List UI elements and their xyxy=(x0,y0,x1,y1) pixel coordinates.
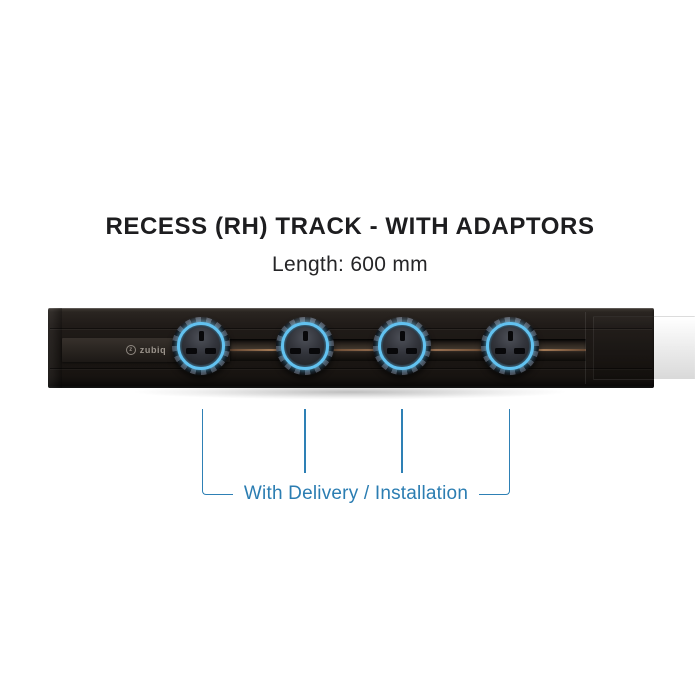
power-adaptor-4 xyxy=(481,317,539,375)
earth-pin-slot xyxy=(507,331,513,341)
live-pin-slot xyxy=(309,348,320,354)
earth-pin-slot xyxy=(302,331,308,341)
end-cap-seam xyxy=(585,312,586,384)
track-lower-seam xyxy=(50,368,652,369)
callout-bracket-right xyxy=(479,409,510,495)
callout-leader-line-3 xyxy=(401,409,403,473)
earth-pin-slot xyxy=(399,331,405,341)
track-upper-seam xyxy=(50,328,652,329)
socket-face xyxy=(286,327,324,365)
live-pin-slot xyxy=(205,348,216,354)
callout-bracket-left xyxy=(202,409,233,495)
track-end-cap xyxy=(593,316,695,380)
power-adaptor-3 xyxy=(373,317,431,375)
neutral-pin-slot xyxy=(495,348,506,354)
brand-name: zubiq xyxy=(139,345,167,355)
neutral-pin-slot xyxy=(387,348,398,354)
track-shadow xyxy=(60,388,640,408)
callout-label: With Delivery / Installation xyxy=(243,483,469,504)
track-left-edge xyxy=(48,308,62,388)
page-title: RECESS (RH) TRACK - WITH ADAPTORS xyxy=(105,213,595,240)
live-pin-slot xyxy=(406,348,417,354)
brand-logo-icon: z xyxy=(125,345,136,355)
live-pin-slot xyxy=(514,348,525,354)
page-subtitle: Length: 600 mm xyxy=(272,253,428,276)
socket-face xyxy=(182,327,220,365)
neutral-pin-slot xyxy=(186,348,197,354)
power-adaptor-2 xyxy=(276,317,334,375)
power-track: z zubiq xyxy=(48,308,695,388)
socket-face xyxy=(491,327,529,365)
power-adaptor-1 xyxy=(172,317,230,375)
earth-pin-slot xyxy=(198,331,204,341)
callout-leader-line-2 xyxy=(304,409,306,473)
neutral-pin-slot xyxy=(290,348,301,354)
socket-face xyxy=(383,327,421,365)
